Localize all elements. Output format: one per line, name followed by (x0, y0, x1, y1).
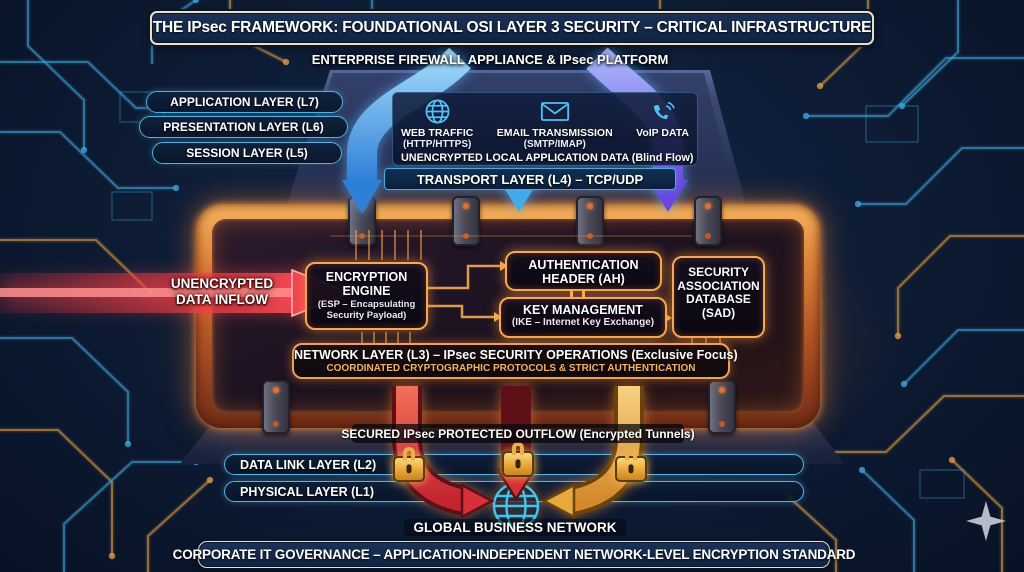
module-title: SECURITY ASSOCIATION DATABASE (SAD) (677, 265, 760, 320)
module-subtitle: (ESP – Encapsulating Security Payload) (317, 299, 416, 321)
traffic-row: WEB TRAFFIC (HTTP/HTTPS) EMAIL TRANSMISS… (401, 98, 689, 150)
padlock-icon (615, 456, 647, 482)
padlock-icon (502, 451, 534, 477)
frame-clamp (708, 380, 736, 434)
global-network-text: GLOBAL BUSINESS NETWORK (404, 519, 626, 536)
osi-layer-label: DATA LINK LAYER (L2) (240, 457, 377, 472)
encryption-engine-module: ENCRYPTION ENGINE (ESP – Encapsulating S… (305, 262, 428, 330)
osi-layer-label: PHYSICAL LAYER (L1) (240, 484, 375, 499)
frame-clamp (694, 196, 722, 246)
transport-layer-label: TRANSPORT LAYER (L4) – TCP/UDP (416, 171, 644, 187)
global-business-network-label: GLOBAL BUSINESS NETWORK (370, 519, 660, 537)
phone-icon (653, 101, 675, 120)
secured-outflow-band: SECURED IPsec PROTECTED OUTFLOW (Encrypt… (341, 424, 695, 443)
frame-clamp (576, 196, 604, 246)
module-title: AUTHENTICATION HEADER (AH) (528, 258, 639, 286)
inflow-line2: DATA INFLOW (176, 291, 268, 307)
osi-layer-1-bar: PHYSICAL LAYER (L1) (224, 481, 804, 502)
transport-layer-bar: TRANSPORT LAYER (L4) – TCP/UDP (384, 168, 676, 190)
security-association-database-module: SECURITY ASSOCIATION DATABASE (SAD) (672, 256, 765, 338)
firewall-platform-label: ENTERPRISE FIREWALL APPLIANCE & IPsec PL… (311, 52, 669, 67)
traffic-subtitle: (HTTP/HTTPS) (403, 139, 472, 150)
traffic-title: EMAIL TRANSMISSION (496, 127, 613, 139)
traffic-subtitle: (SMTP/IMAP) (523, 139, 586, 150)
blind-flow-note: UNENCRYPTED LOCAL APPLICATION DATA (Blin… (401, 152, 694, 164)
network-layer-subtitle: COORDINATED CRYPTOGRAPHIC PROTOCOLS & ST… (326, 363, 696, 374)
osi-layer-label: PRESENTATION LAYER (L6) (163, 120, 324, 134)
title-banner: THE IPsec FRAMEWORK: FOUNDATIONAL OSI LA… (150, 11, 874, 45)
osi-layer-label: SESSION LAYER (L5) (186, 146, 308, 160)
footer-banner: CORPORATE IT GOVERNANCE – APPLICATION-IN… (173, 541, 856, 568)
frame-clamp (348, 196, 376, 246)
frame-clamp (262, 380, 290, 434)
osi-layer-6-pill: PRESENTATION LAYER (L6) (139, 116, 348, 138)
secured-outflow-label: SECURED IPsec PROTECTED OUTFLOW (Encrypt… (341, 426, 695, 441)
network-layer-banner: NETWORK LAYER (L3) – IPsec SECURITY OPER… (292, 343, 738, 379)
footer-text: CORPORATE IT GOVERNANCE – APPLICATION-IN… (172, 547, 856, 562)
page-title: THE IPsec FRAMEWORK: FOUNDATIONAL OSI LA… (152, 19, 872, 36)
traffic-title: VoIP DATA (636, 127, 689, 139)
traffic-item-email: EMAIL TRANSMISSION (SMTP/IMAP) (497, 98, 613, 150)
key-management-module: KEY MANAGEMENT (IKE – Internet Key Excha… (499, 297, 667, 338)
application-traffic-panel: WEB TRAFFIC (HTTP/HTTPS) EMAIL TRANSMISS… (392, 92, 698, 166)
osi-layer-5-pill: SESSION LAYER (L5) (152, 142, 342, 164)
traffic-item-web: WEB TRAFFIC (HTTP/HTTPS) (401, 98, 473, 150)
traffic-title: WEB TRAFFIC (401, 127, 474, 139)
inflow-label: UNENCRYPTED DATA INFLOW (124, 276, 320, 307)
sparkle-icon (966, 501, 1006, 541)
authentication-header-module: AUTHENTICATION HEADER (AH) (505, 251, 662, 291)
frame-clamp (452, 196, 480, 246)
module-subtitle: (IKE – Internet Key Exchange) (511, 317, 655, 328)
padlock-icon (393, 456, 425, 482)
module-title: KEY MANAGEMENT (523, 303, 643, 317)
osi-layer-7-pill: APPLICATION LAYER (L7) (146, 91, 343, 113)
network-layer-title: NETWORK LAYER (L3) – IPsec SECURITY OPER… (294, 348, 738, 362)
traffic-item-voip: VoIP DATA (636, 98, 689, 139)
envelope-icon (540, 102, 569, 121)
osi-layer-label: APPLICATION LAYER (L7) (170, 95, 319, 109)
inflow-line1: UNENCRYPTED (170, 276, 274, 291)
globe-icon (425, 99, 450, 124)
module-title: ENCRYPTION ENGINE (325, 270, 408, 298)
